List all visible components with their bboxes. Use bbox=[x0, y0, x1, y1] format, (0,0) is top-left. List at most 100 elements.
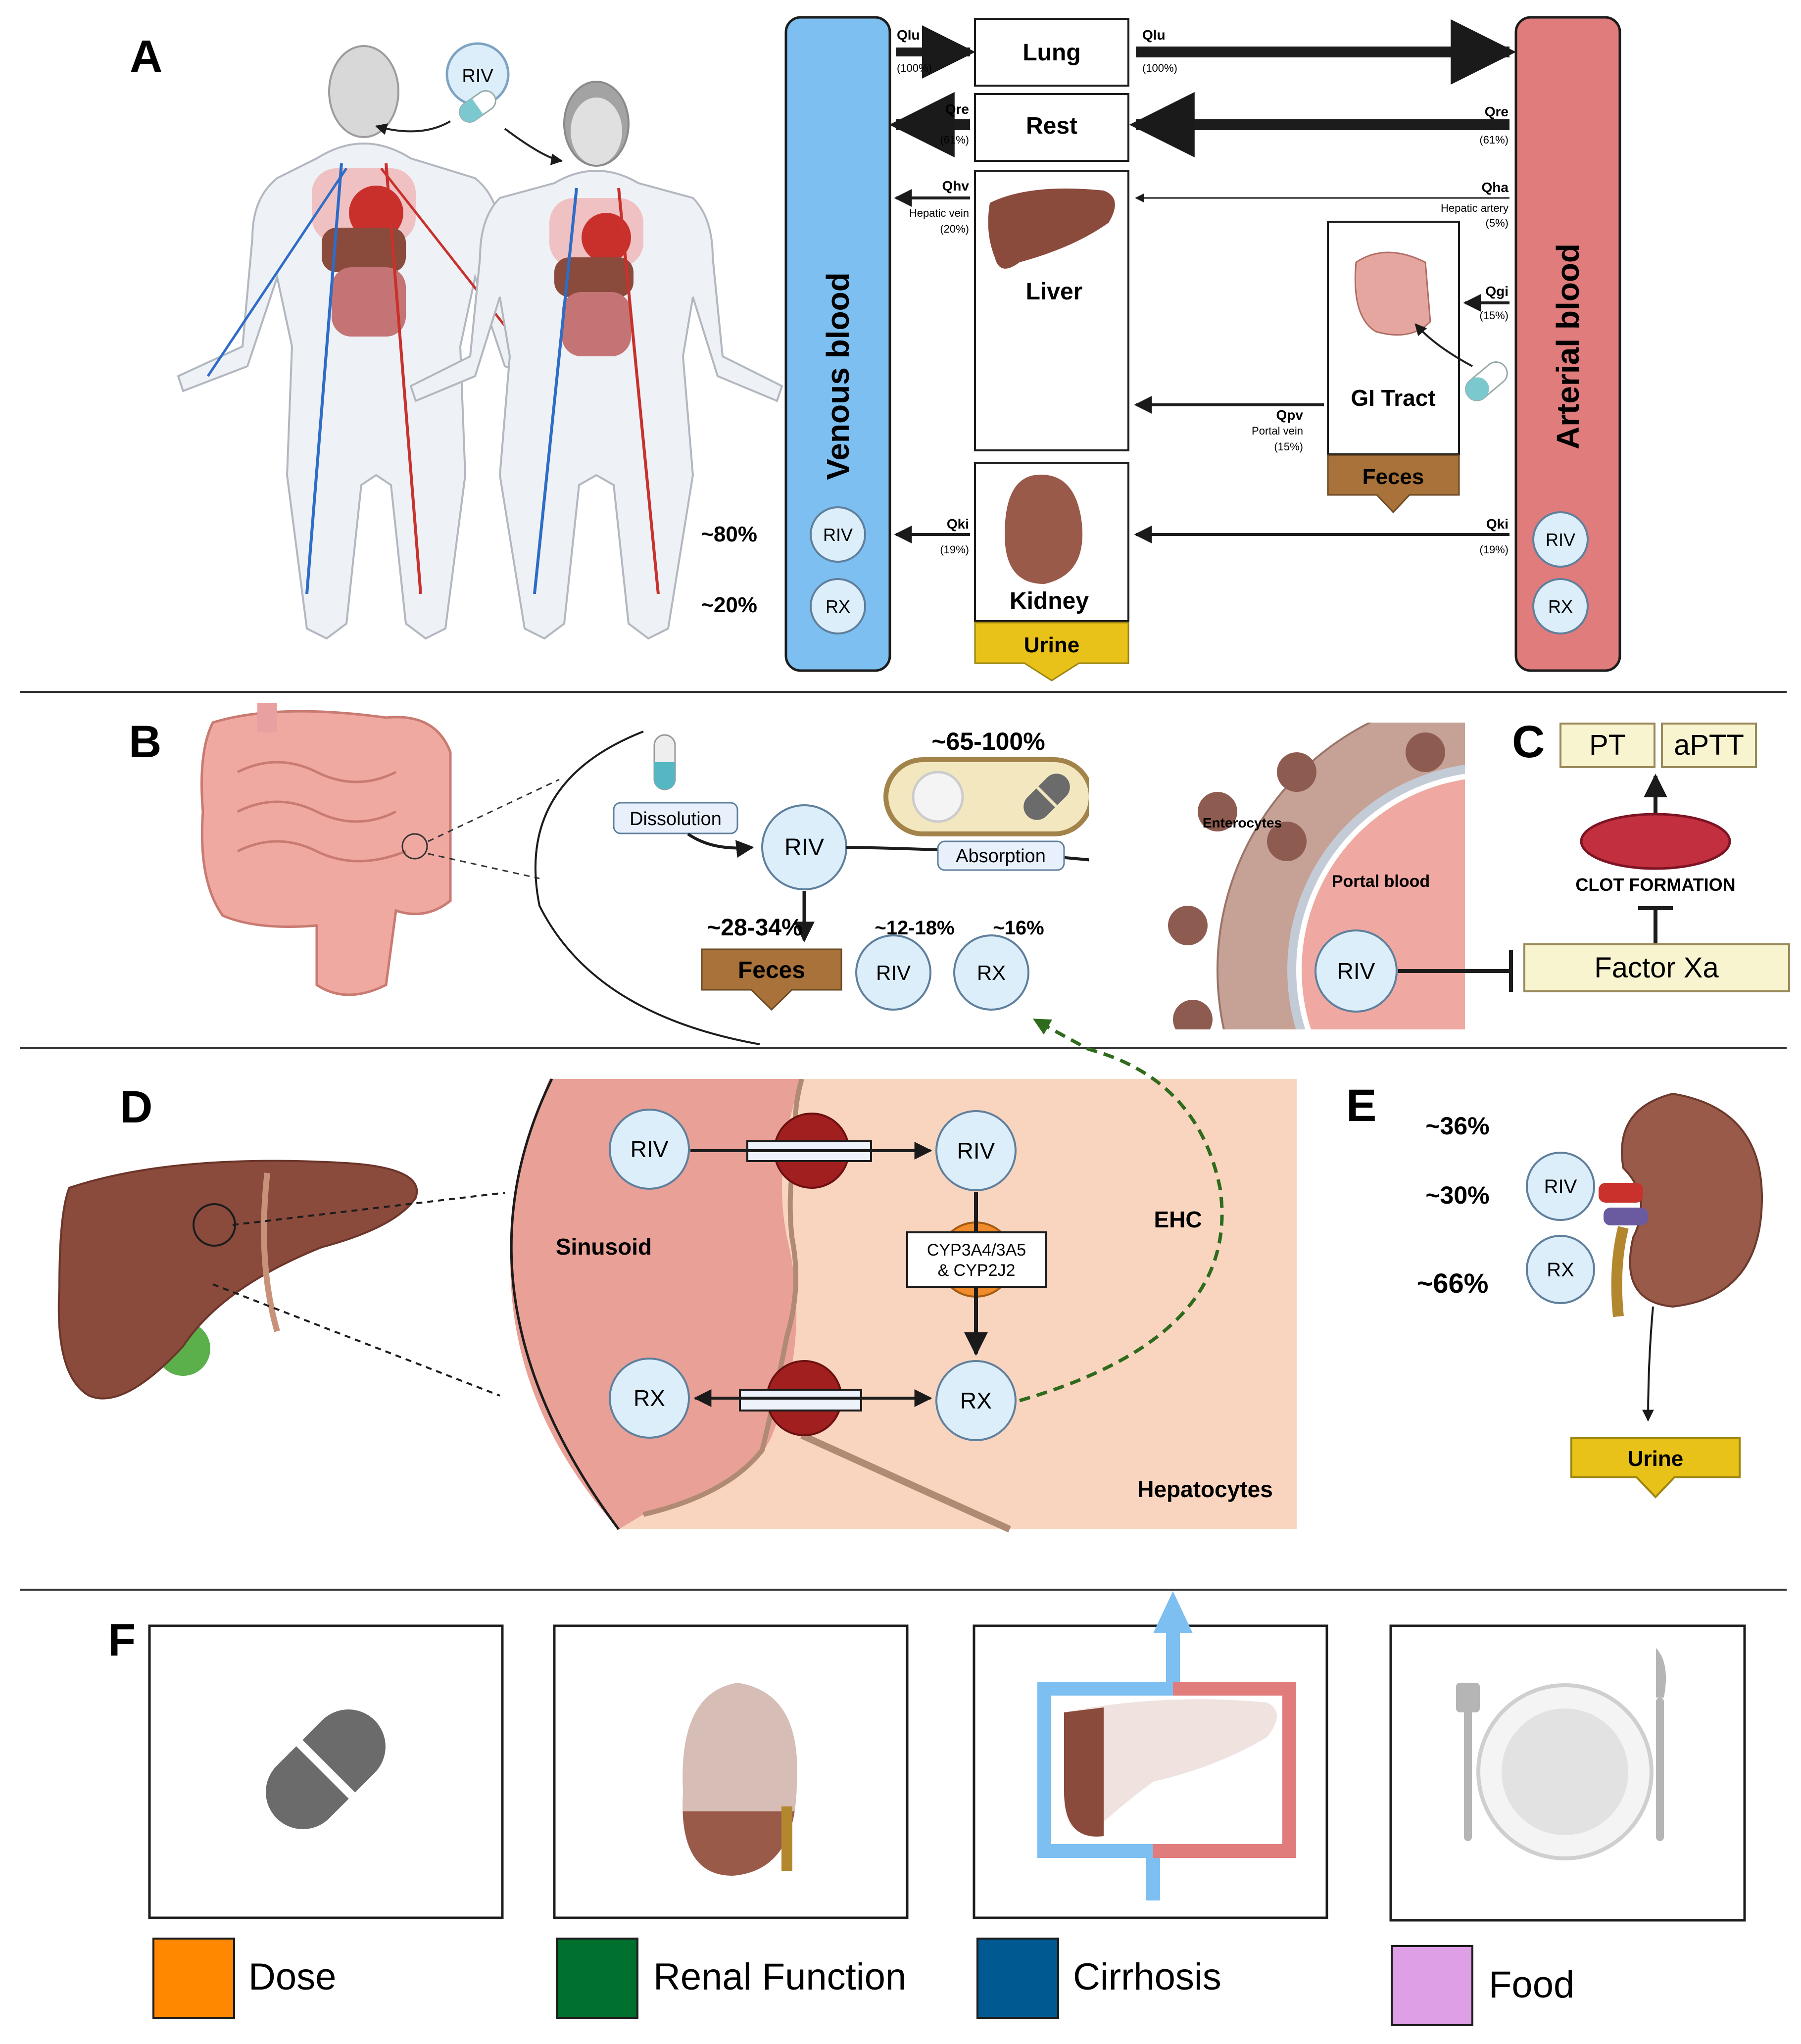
efflux-transporter-bar bbox=[739, 1389, 862, 1411]
qki-left-pct: (19%) bbox=[940, 543, 969, 556]
feces-rx-label: RX bbox=[977, 961, 1006, 984]
renal-rx-label: RX bbox=[1547, 1259, 1574, 1281]
qre-right-label: Qre bbox=[1485, 104, 1509, 119]
dose-tablet-icon bbox=[266, 1709, 386, 1829]
ehc-label: EHC bbox=[1154, 1207, 1202, 1232]
qlu-out-label: Qlu bbox=[1142, 27, 1166, 43]
qgi-pct: (15%) bbox=[1479, 309, 1509, 322]
pct-80-label: ~80% bbox=[701, 522, 757, 546]
feces-label-b: Feces bbox=[738, 957, 805, 983]
qki-left-label: Qki bbox=[947, 516, 969, 532]
panel-label-e: E bbox=[1346, 1080, 1376, 1131]
liver-illustration bbox=[57, 1160, 418, 1400]
portal-blood-label: Portal blood bbox=[1332, 872, 1430, 891]
qlu-in-label: Qlu bbox=[897, 27, 920, 43]
hepatocyte-rx-circle bbox=[935, 1360, 1017, 1441]
hepatocyte-riv-label: RIV bbox=[957, 1138, 995, 1164]
kidney-label: Kidney bbox=[1010, 588, 1089, 614]
knife-icon bbox=[1656, 1648, 1666, 1841]
absorption-box bbox=[937, 840, 1065, 871]
portal-riv-label: RIV bbox=[1337, 958, 1375, 984]
hepatocytes-label: Hepatocytes bbox=[1137, 1476, 1273, 1502]
urine-label-e: Urine bbox=[1628, 1447, 1683, 1471]
qha-pct: (5%) bbox=[1486, 217, 1509, 229]
feces-output-a bbox=[1327, 454, 1460, 514]
panel-label-a: A bbox=[130, 31, 162, 82]
kidney-icon bbox=[1005, 475, 1083, 584]
rx-pct-label: ~16% bbox=[993, 917, 1044, 939]
sinusoid-rx-circle bbox=[609, 1358, 690, 1439]
arterial-rx-circle bbox=[1532, 578, 1589, 634]
qhv-pct: (20%) bbox=[940, 223, 969, 235]
legend-renal-swatch bbox=[556, 1938, 638, 2019]
legend-dose-swatch bbox=[152, 1938, 235, 2019]
dose-arrow-female bbox=[504, 128, 563, 165]
riv-dose-label: RIV bbox=[462, 66, 493, 87]
feces-pct-label: ~28-34% bbox=[707, 915, 802, 941]
ehc-dashed-arrow bbox=[1019, 1018, 1224, 1403]
aptt-label: aPTT bbox=[1674, 729, 1744, 761]
venous-rx-label: RX bbox=[826, 596, 850, 617]
pct-66-label: ~66% bbox=[1417, 1267, 1489, 1299]
dissolution-label: Dissolution bbox=[630, 809, 722, 829]
pill-icon bbox=[459, 90, 496, 123]
hepatocyte-rx-label: RX bbox=[960, 1388, 992, 1413]
sinusoid-riv-label: RIV bbox=[631, 1136, 669, 1162]
venous-blood-label: Venous blood bbox=[820, 272, 856, 480]
feces-output-b bbox=[701, 948, 842, 1011]
cyp-line-2: & CYP2J2 bbox=[938, 1261, 1016, 1280]
dose-arrow-male bbox=[375, 120, 451, 135]
pct-36-label: ~36% bbox=[1425, 1112, 1489, 1140]
panel-label-c: C bbox=[1512, 717, 1545, 767]
arterial-riv-circle bbox=[1532, 511, 1589, 568]
gi-dose-arrow bbox=[1414, 323, 1473, 367]
gut-riv-label: RIV bbox=[784, 834, 824, 861]
food-pct-label: ~65-100% bbox=[931, 728, 1045, 755]
legend-renal-label: Renal Function bbox=[653, 1956, 906, 1998]
gi-pill-icon bbox=[1465, 361, 1508, 401]
sinusoid-boundary bbox=[510, 1078, 620, 1530]
qlu-out-pct: (100%) bbox=[1142, 62, 1177, 74]
sinusoid-label: Sinusoid bbox=[556, 1234, 652, 1260]
liver-zoom-line-top bbox=[232, 1192, 505, 1226]
legend-food-swatch bbox=[1391, 1945, 1473, 2026]
clot-formation-label: CLOT FORMATION bbox=[1575, 875, 1735, 895]
urine-output-a bbox=[974, 622, 1129, 681]
rest-label: Rest bbox=[1026, 113, 1077, 139]
venous-riv-circle bbox=[810, 506, 866, 563]
feces-riv-circle bbox=[855, 934, 931, 1011]
fork-icon bbox=[1456, 1683, 1480, 1841]
urine-output-e bbox=[1570, 1437, 1741, 1499]
legend-cirrhosis-swatch bbox=[976, 1938, 1059, 2019]
absorption-label: Absorption bbox=[956, 846, 1046, 867]
legend-food-label: Food bbox=[1489, 1964, 1574, 2006]
liver-label: Liver bbox=[1026, 279, 1083, 305]
qpv-pct: (15%) bbox=[1274, 440, 1303, 453]
rest-compartment bbox=[974, 93, 1129, 162]
qki-right-label: Qki bbox=[1486, 516, 1509, 532]
sinusoid-riv-circle bbox=[609, 1109, 690, 1190]
factor-xa-box bbox=[1523, 943, 1790, 992]
dissolution-box bbox=[613, 802, 738, 834]
urine-arrow-e bbox=[1642, 1306, 1655, 1422]
kidney-illustration bbox=[1599, 1092, 1763, 1317]
male-body-illustration bbox=[177, 45, 576, 640]
panel-label-b: B bbox=[129, 717, 161, 767]
qre-right-pct: (61%) bbox=[1479, 134, 1509, 146]
liver-icon bbox=[988, 188, 1115, 269]
qpv-sub: Portal vein bbox=[1252, 425, 1303, 437]
venous-rx-circle bbox=[810, 578, 866, 634]
lumen-boundary bbox=[534, 730, 760, 1045]
qhv-sub: Hepatic vein bbox=[909, 207, 969, 219]
renal-riv-circle bbox=[1526, 1152, 1595, 1221]
capsule-icon bbox=[653, 734, 676, 790]
enterocytes-label: Enterocytes bbox=[1203, 815, 1282, 830]
feces-rx-circle bbox=[953, 934, 1029, 1011]
urine-label-a: Urine bbox=[1024, 633, 1079, 657]
legend-dose-label: Dose bbox=[248, 1956, 336, 1998]
pt-box bbox=[1559, 723, 1655, 768]
qre-left-pct: (61%) bbox=[940, 134, 969, 146]
gi-intestine-icon bbox=[1354, 251, 1431, 336]
arterial-riv-label: RIV bbox=[1546, 530, 1575, 550]
lung-label: Lung bbox=[1022, 40, 1080, 66]
